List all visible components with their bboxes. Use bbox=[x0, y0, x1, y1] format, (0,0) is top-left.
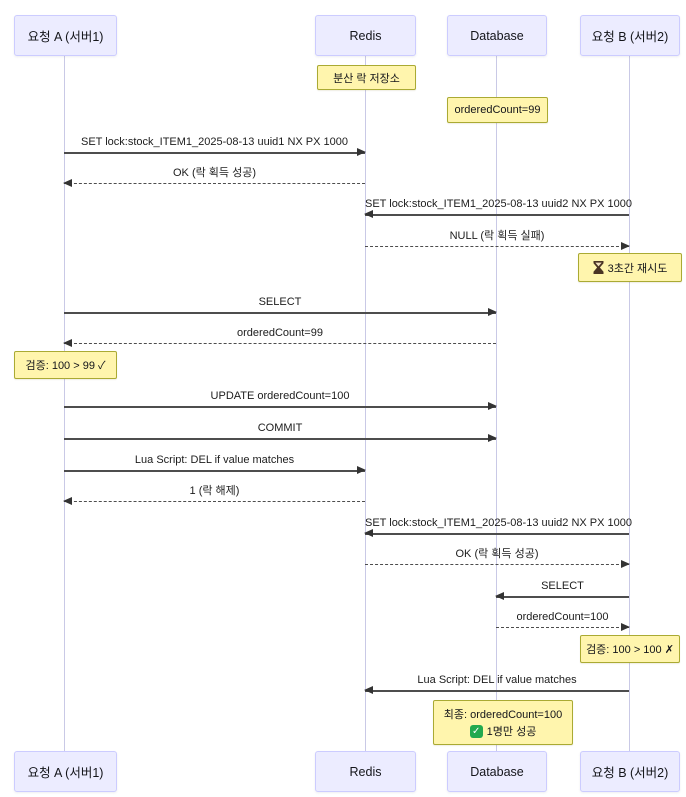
arrowhead-icon bbox=[63, 497, 72, 505]
arrowhead-icon bbox=[357, 148, 366, 156]
arrowhead-icon bbox=[357, 466, 366, 474]
message-select-a: SELECT bbox=[64, 295, 497, 316]
arrowhead-icon bbox=[495, 592, 504, 600]
arrowhead-icon bbox=[364, 686, 373, 694]
message-set-lock-b-fail: SET lock:stock_ITEM1_2025-08-13 uuid2 NX… bbox=[364, 197, 632, 218]
actor-request-a-bottom: 요청 A (서버1) bbox=[14, 751, 117, 792]
note-redis-role: 분산 락 저장소 bbox=[317, 65, 416, 90]
message-null-lock-b: NULL (락 획득 실패) bbox=[365, 229, 630, 250]
arrowhead-icon bbox=[621, 560, 630, 568]
check-icon: ✓ bbox=[469, 724, 483, 738]
arrowhead-icon bbox=[63, 339, 72, 347]
arrowhead-icon bbox=[488, 308, 497, 316]
arrowhead-icon bbox=[621, 623, 630, 631]
note-verify-b-text: 검증: 100 > 100 ✗ bbox=[586, 644, 674, 656]
arrowhead-icon bbox=[364, 210, 373, 218]
arrowhead-icon bbox=[621, 242, 630, 250]
message-set-lock-b-retry: SET lock:stock_ITEM1_2025-08-13 uuid2 NX… bbox=[364, 516, 632, 537]
note-final-line1: 최종: orderedCount=100 bbox=[443, 709, 563, 721]
actor-database-top: Database bbox=[447, 15, 547, 56]
lifeline-request-b bbox=[629, 56, 630, 751]
message-ok-lock-b: OK (락 획득 성공) bbox=[365, 547, 630, 568]
arrowhead-icon bbox=[63, 179, 72, 187]
arrowhead-icon bbox=[488, 434, 497, 442]
message-lua-del-a: Lua Script: DEL if value matches bbox=[64, 453, 366, 474]
note-verify-b: 검증: 100 > 100 ✗ bbox=[580, 635, 680, 663]
message-select-b: SELECT bbox=[495, 579, 629, 600]
note-db-initial-text: orderedCount=99 bbox=[454, 104, 541, 116]
message-orderedcount-100: orderedCount=100 bbox=[496, 610, 630, 631]
message-orderedcount-99: orderedCount=99 bbox=[63, 326, 496, 347]
actor-request-b-top: 요청 B (서버2) bbox=[580, 15, 680, 56]
actor-database-bottom: Database bbox=[447, 751, 547, 792]
note-redis-role-text: 분산 락 저장소 bbox=[333, 72, 400, 85]
lifeline-request-a bbox=[64, 56, 65, 751]
message-set-lock-a: SET lock:stock_ITEM1_2025-08-13 uuid1 NX… bbox=[64, 135, 366, 156]
note-verify-a-text: 검증: 100 > 99 ✓ bbox=[25, 360, 106, 372]
actor-request-b-bottom: 요청 B (서버2) bbox=[580, 751, 680, 792]
actor-redis-top: Redis bbox=[315, 15, 416, 56]
message-commit-a: COMMIT bbox=[64, 421, 497, 442]
note-retry-text: 3초간 재시도 bbox=[607, 262, 668, 275]
hourglass-icon bbox=[593, 261, 604, 274]
note-final: 최종: orderedCount=100 ✓ 1명만 성공 bbox=[433, 700, 573, 745]
arrowhead-icon bbox=[488, 402, 497, 410]
note-retry: 3초간 재시도 bbox=[578, 253, 682, 282]
message-update-a: UPDATE orderedCount=100 bbox=[64, 389, 497, 410]
note-final-line2: 1명만 성공 bbox=[486, 726, 537, 738]
lifeline-redis bbox=[365, 56, 366, 751]
message-lua-del-b: Lua Script: DEL if value matches bbox=[364, 673, 629, 694]
note-verify-a: 검증: 100 > 99 ✓ bbox=[14, 351, 117, 379]
message-ok-lock-a: OK (락 획득 성공) bbox=[63, 166, 365, 187]
note-db-initial: orderedCount=99 bbox=[447, 97, 548, 123]
arrowhead-icon bbox=[364, 529, 373, 537]
actor-redis-bottom: Redis bbox=[315, 751, 416, 792]
actor-request-a-top: 요청 A (서버1) bbox=[14, 15, 117, 56]
message-unlock-a: 1 (락 해제) bbox=[63, 484, 365, 505]
